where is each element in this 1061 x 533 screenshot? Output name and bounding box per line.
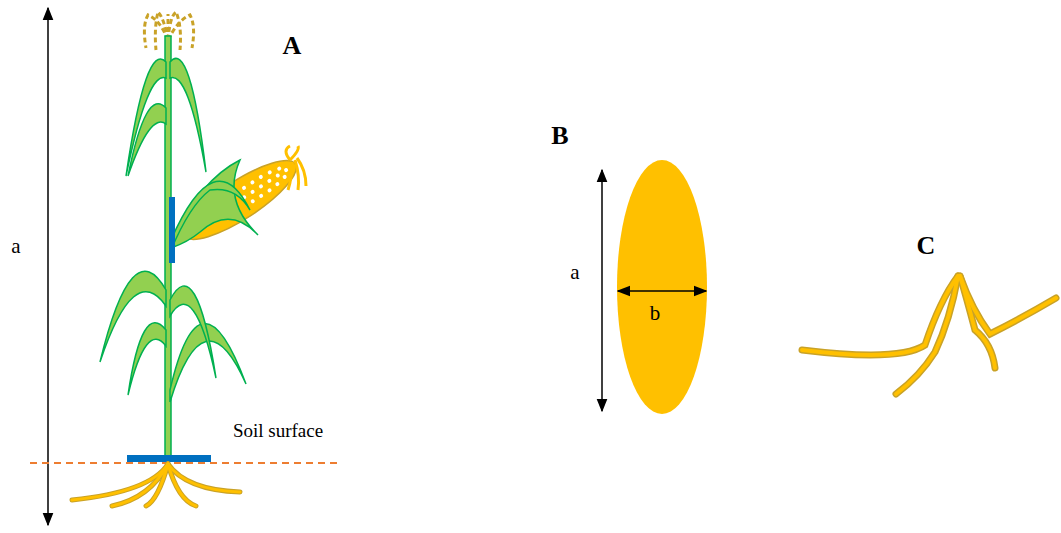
silk <box>286 146 306 190</box>
panel-letter: B <box>551 123 568 149</box>
height-arrow <box>47 8 49 525</box>
dimension-label: a <box>570 262 579 283</box>
dimension-label: a <box>11 236 20 257</box>
dimension-label: b <box>650 303 661 324</box>
soil-label: Soil surface <box>233 421 323 440</box>
stem-base-marker <box>127 455 211 462</box>
length-arrow <box>601 170 603 411</box>
grain <box>617 160 707 414</box>
husk-leaf <box>171 160 258 248</box>
panel-letter: A <box>283 33 302 59</box>
panel-letter: C <box>917 233 936 259</box>
husk-leaf <box>171 181 250 250</box>
roots <box>72 464 240 506</box>
ear-height-marker <box>169 197 175 263</box>
corn-ear <box>171 146 306 252</box>
width-arrow <box>618 290 706 292</box>
soil-line <box>30 462 342 464</box>
root-system <box>802 276 1056 394</box>
